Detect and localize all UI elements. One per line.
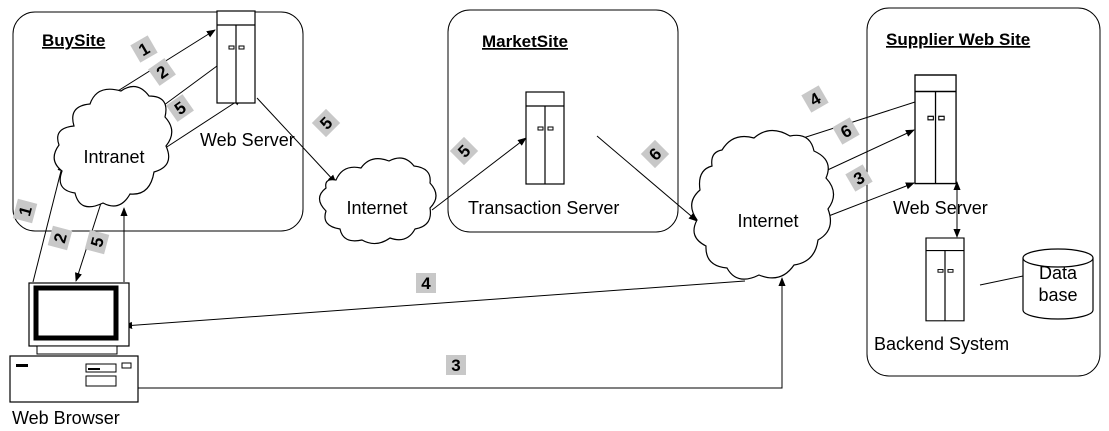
buysite-server-icon — [216, 10, 256, 104]
intranet-cloud — [53, 85, 173, 208]
arrow-internet-to-supplier-server-3 — [825, 182, 915, 218]
backend-server-icon — [925, 237, 965, 322]
arrow-internet-to-transaction-server — [431, 137, 527, 211]
transaction-server-icon — [525, 91, 565, 185]
backend-system-label: Backend System — [874, 334, 1009, 354]
database-label-line2: base — [1038, 285, 1077, 305]
marketsite-title: MarketSite — [482, 32, 568, 51]
arrow-transaction-server-to-internet — [596, 135, 698, 222]
step-4-bottom: 4 — [421, 274, 431, 293]
supplier-region — [866, 7, 1101, 377]
internet-right-label: Internet — [737, 211, 798, 231]
supplier-title: Supplier Web Site — [886, 30, 1030, 49]
arrow-browser-to-intranet — [32, 162, 65, 283]
transaction-server-label: Transaction Server — [468, 198, 619, 218]
intranet-label: Intranet — [83, 147, 144, 167]
internet-left-label: Internet — [346, 198, 407, 218]
database-label-line1: Data — [1039, 263, 1078, 283]
internet-right-cloud — [691, 129, 835, 280]
internet-left-cloud — [318, 157, 437, 245]
web-browser-computer-icon — [9, 282, 139, 403]
line-backend-to-database — [979, 275, 1024, 286]
supplier-server-icon — [914, 74, 957, 185]
arrow-internet-to-browser — [123, 280, 746, 330]
buysite-server-label: Web Server — [200, 130, 295, 150]
supplier-server-label: Web Server — [893, 198, 988, 218]
step-tags — [12, 35, 873, 375]
line-buysite-server-to-internet — [256, 97, 337, 184]
arrow-browser-to-internet — [138, 277, 786, 389]
database-icon — [1022, 248, 1094, 320]
arrow-intranet-to-buysite-server-2 — [155, 97, 243, 155]
web-browser-label: Web Browser — [12, 408, 120, 428]
buysite-title: BuySite — [42, 31, 105, 50]
step-3-bottom: 3 — [451, 356, 460, 375]
